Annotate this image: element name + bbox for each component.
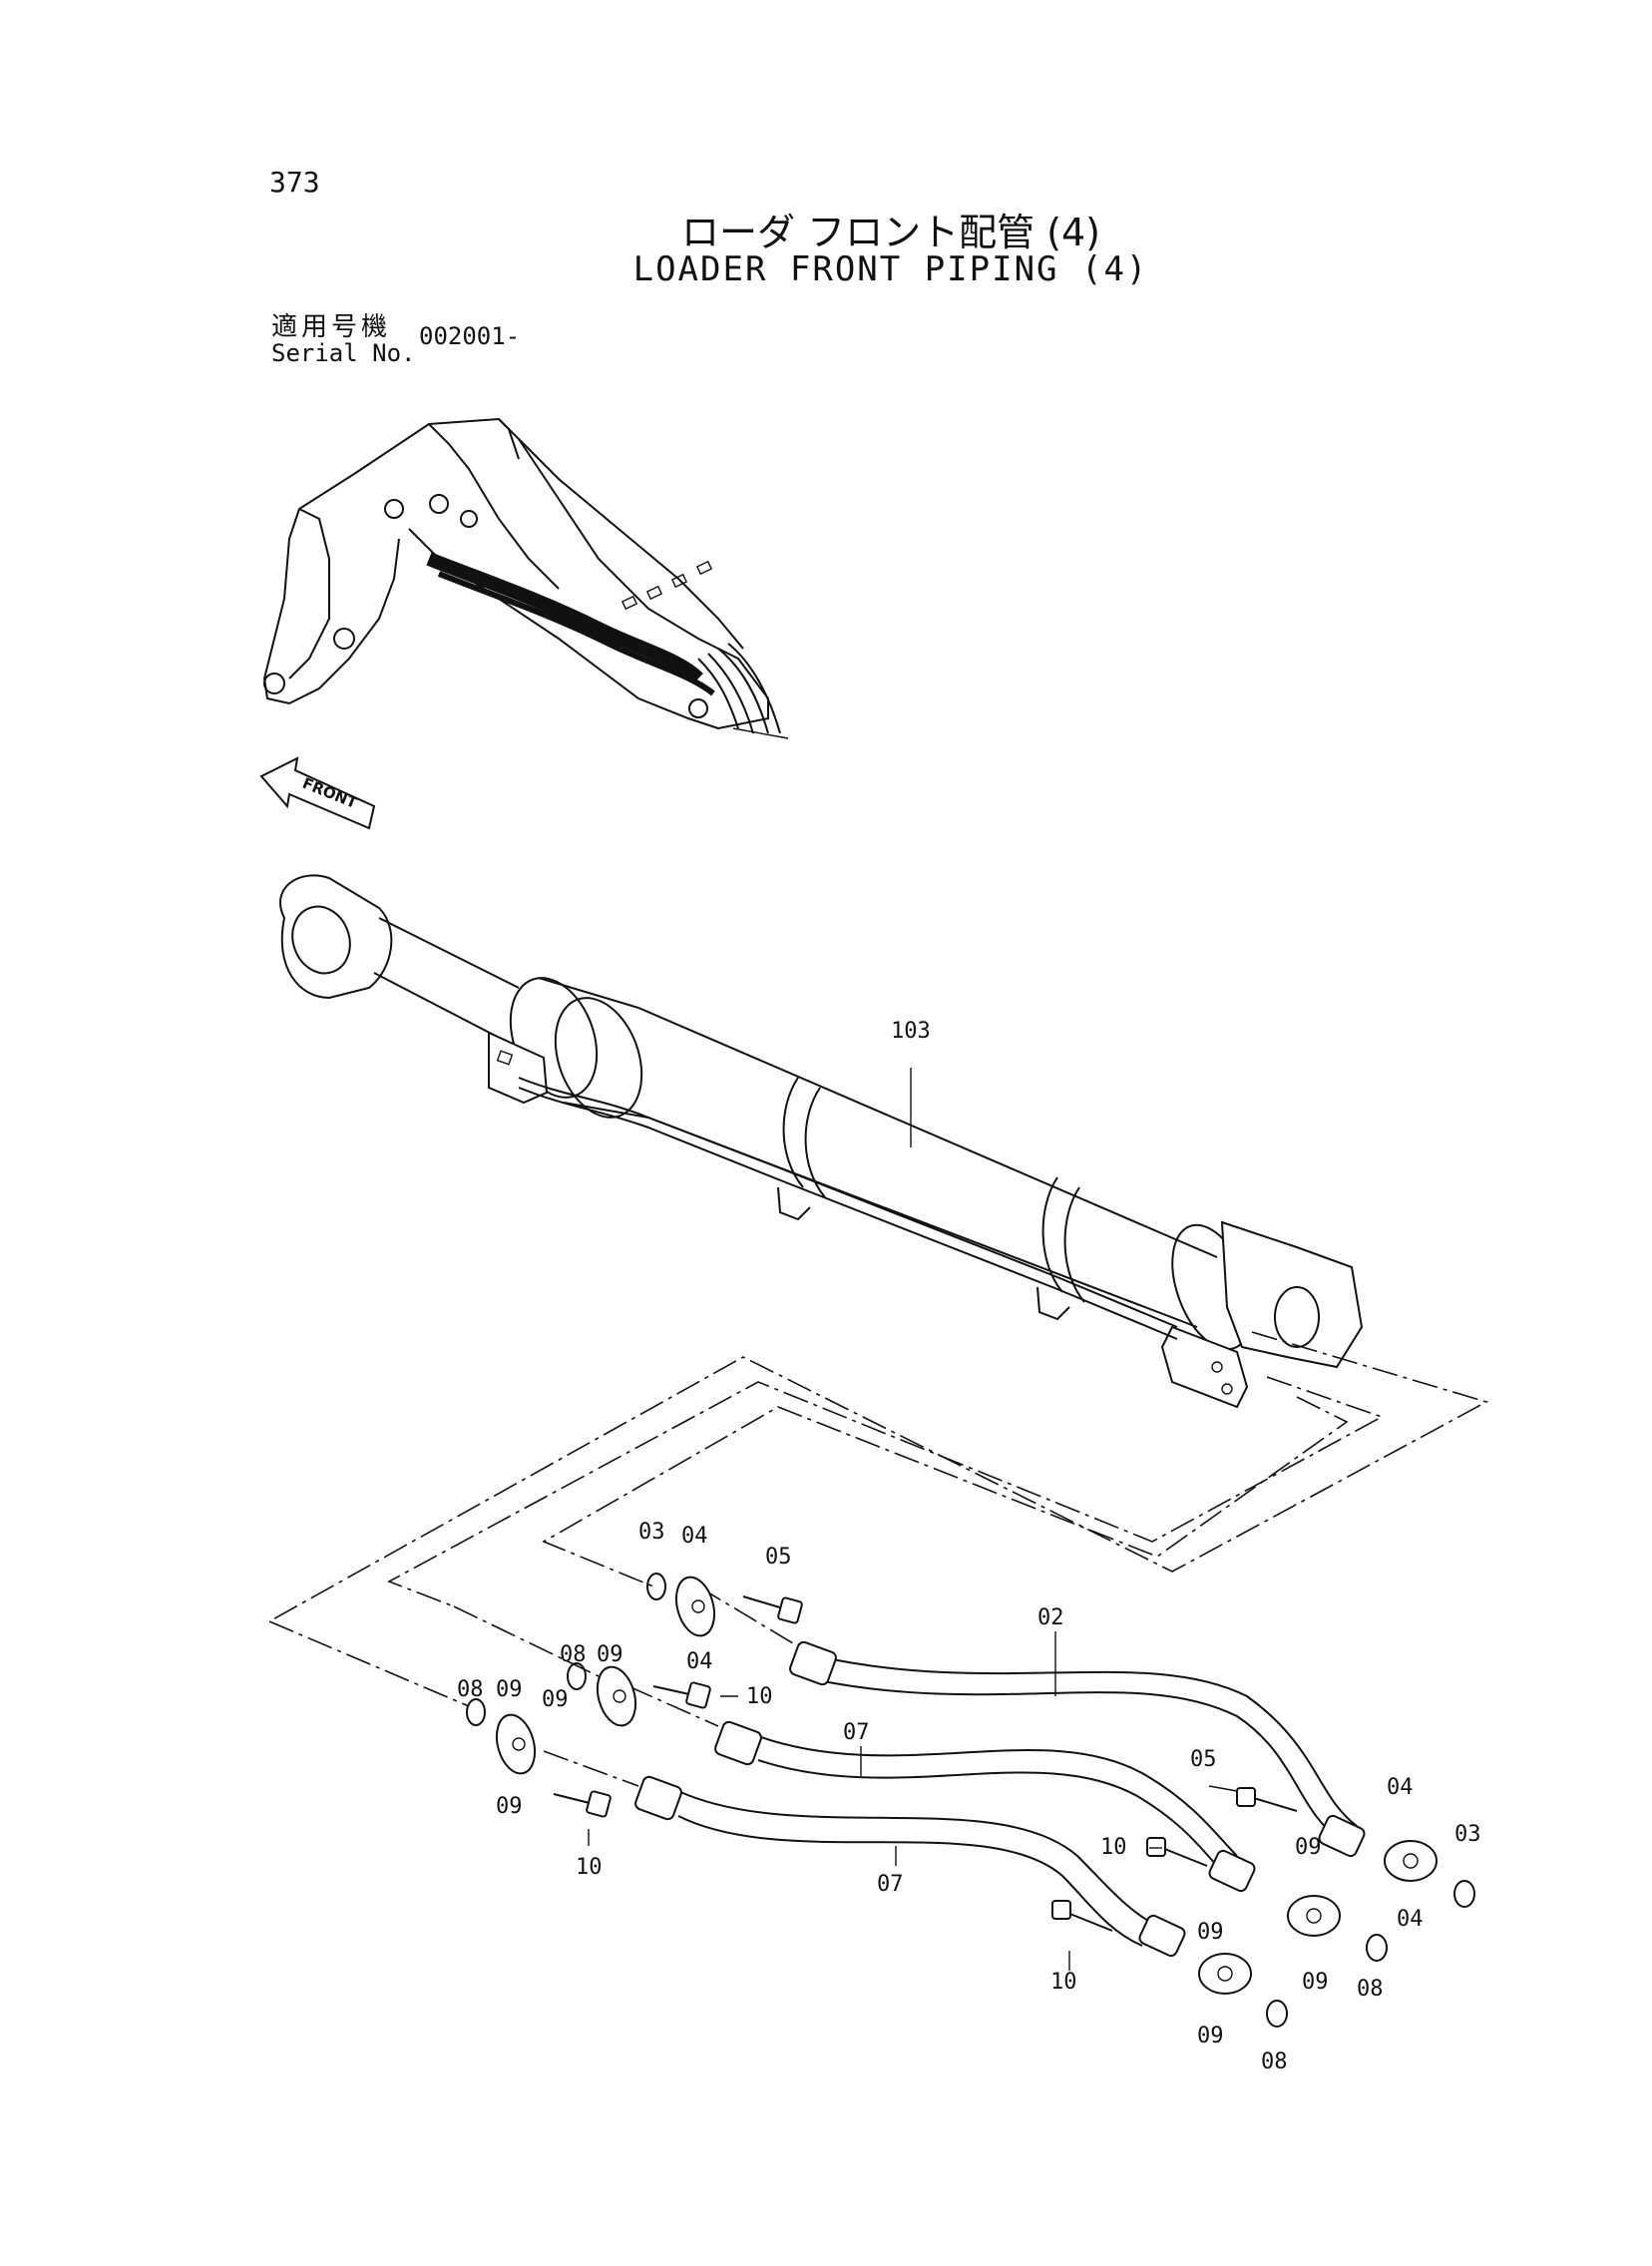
callout-08: 08 xyxy=(1357,1977,1384,2002)
callout-09: 09 xyxy=(597,1642,623,1667)
serial-label-english: Serial No. xyxy=(271,339,416,367)
page-title-english: LOADER FRONT PIPING (4) xyxy=(632,249,1149,289)
callout-09: 09 xyxy=(542,1687,569,1712)
callout-03: 03 xyxy=(638,1520,665,1545)
callout-04: 04 xyxy=(681,1524,708,1549)
callout-09: 09 xyxy=(1302,1970,1329,1995)
boom-cylinder xyxy=(279,874,1364,1409)
hoses-and-fittings xyxy=(466,1573,1475,2028)
serial-label-japanese: 適用号機 xyxy=(271,312,392,342)
page-title-japanese: ローダ フロント配管 (4) xyxy=(681,211,1100,254)
callout-08: 08 xyxy=(1261,2049,1288,2074)
callout-10: 10 xyxy=(746,1684,773,1709)
callout-05: 05 xyxy=(765,1545,792,1570)
callout-09: 09 xyxy=(1295,1835,1322,1860)
callout-04: 04 xyxy=(686,1649,713,1674)
callout-10: 10 xyxy=(1100,1835,1127,1860)
callout-04: 04 xyxy=(1387,1775,1414,1800)
callout-08: 08 xyxy=(457,1677,484,1702)
callout-03: 03 xyxy=(1454,1822,1481,1847)
callout-09: 09 xyxy=(496,1794,523,1819)
callout-02: 02 xyxy=(1037,1605,1064,1630)
callout-09: 09 xyxy=(496,1677,523,1702)
callout-04: 04 xyxy=(1397,1907,1424,1932)
callout-07: 07 xyxy=(877,1872,904,1897)
callout-10: 10 xyxy=(1050,1970,1077,1995)
callout-103: 103 xyxy=(891,1019,931,1044)
callout-08: 08 xyxy=(560,1642,587,1667)
callout-09: 09 xyxy=(1197,2024,1224,2048)
serial-number-value: 002001- xyxy=(419,322,521,350)
callout-10: 10 xyxy=(576,1855,603,1880)
callout-labels: 103 02 03 03 04 04 04 04 05 05 07 07 08 … xyxy=(457,1019,1481,2074)
callout-07: 07 xyxy=(843,1720,870,1745)
front-direction-arrow: FRONT xyxy=(259,756,376,830)
callout-09: 09 xyxy=(1197,1920,1224,1945)
callout-05: 05 xyxy=(1190,1747,1217,1772)
routing-lines xyxy=(268,1331,1489,1787)
page-number: 373 xyxy=(269,166,320,199)
loader-overview-sketch xyxy=(262,417,789,739)
